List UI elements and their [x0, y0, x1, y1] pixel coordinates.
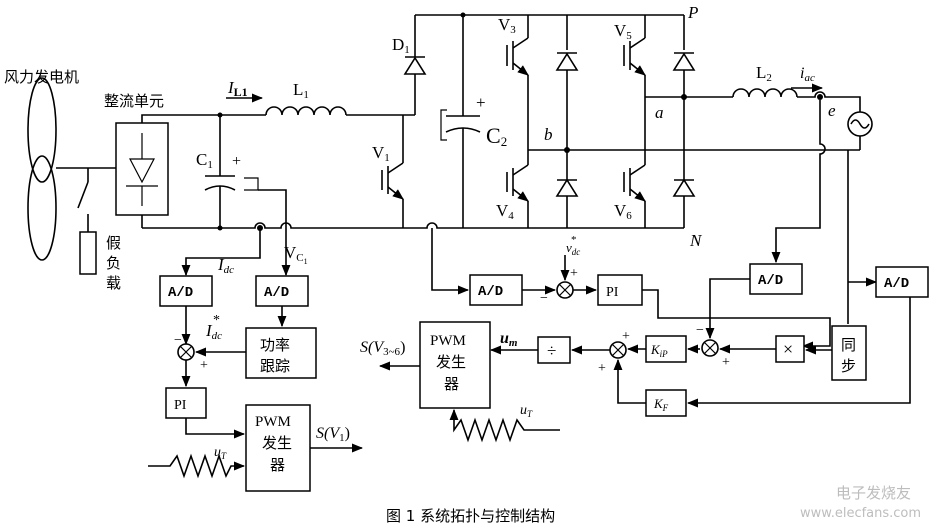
vdc-minus: − [540, 291, 548, 306]
pwm-gen-label-left-2: 器 [270, 456, 285, 474]
bridge-leg-b [506, 15, 860, 228]
um-label: um [500, 330, 518, 349]
kip-label: KiP [650, 342, 668, 359]
idc-plus: + [200, 358, 208, 373]
watermark: 电子发烧友 www.elecfans.com [800, 484, 921, 521]
ad-block-vdc [469, 274, 523, 306]
summing-junction-current [701, 339, 719, 357]
c2-plus: + [476, 93, 486, 112]
s-v1-label: S(V1) [316, 425, 350, 444]
dummy-load-label-1: 假 [106, 234, 121, 252]
ff-plus-bottom: + [598, 361, 606, 376]
il1-label: IL1 [227, 78, 248, 99]
iac-label: iac [800, 65, 815, 84]
divide-label: ÷ [547, 341, 556, 360]
vc1-label: VC1 [284, 243, 308, 266]
ac-grid-source-icon [847, 111, 873, 150]
idc-ref-star: * [213, 313, 220, 328]
ad-label-5: A/D [884, 276, 909, 292]
v1-label: V1 [372, 143, 390, 164]
watermark-cn: 电子发烧友 [836, 484, 911, 502]
pi-label-left: PI [174, 398, 187, 413]
pi-block-right [597, 274, 643, 306]
l2-label: L2 [756, 63, 772, 84]
c1-label: C1 [196, 150, 213, 171]
capacitor-c2 [440, 12, 481, 228]
pwm-label-left: PWM [255, 414, 291, 430]
c1-plus: + [232, 153, 241, 170]
inductor-l2 [732, 88, 798, 98]
node-e-label: e [828, 101, 836, 120]
l1-label: L1 [293, 80, 309, 101]
dummy-load-label-2: 负 [106, 254, 121, 272]
pi-label-right: PI [606, 285, 619, 300]
wind-turbine-icon [27, 77, 116, 261]
ad-label-4: A/D [758, 273, 783, 289]
ff-plus-top: + [622, 329, 630, 344]
inductor-l1 [265, 106, 347, 116]
pwm-gen-label-left-1: 发生 [262, 434, 292, 452]
control-left [148, 275, 364, 492]
idc-label: Idc [217, 255, 234, 276]
pwm-gen-label-right-2: 器 [444, 375, 459, 393]
kf-label: KF [653, 396, 669, 413]
sync-label-2: 步 [841, 357, 856, 375]
ad-block-idc [159, 275, 213, 307]
node-p-label: P [687, 3, 698, 22]
idc-minus: − [174, 333, 182, 348]
rectifier-label: 整流单元 [104, 92, 164, 110]
divider-block [537, 336, 571, 364]
v3-label: V3 [498, 15, 516, 36]
switch-v1 [381, 115, 404, 228]
rectifier-bridge [115, 122, 169, 216]
d1-label: D1 [392, 35, 410, 56]
wind-generator-label: 风力发电机 [4, 68, 79, 86]
ad-label-3: A/D [478, 284, 503, 300]
power-track-label-1: 功率 [260, 336, 290, 354]
power-circuit [27, 12, 878, 296]
diode-d1 [403, 15, 427, 115]
dummy-load-label-3: 载 [106, 274, 121, 292]
bridge-leg-a [623, 15, 733, 228]
capacitor-c1 [204, 112, 236, 231]
sync-block [831, 325, 867, 381]
ad-block-vc1 [255, 275, 309, 307]
ad-block-grid-voltage [875, 266, 929, 298]
s-v36-label: S(V3~6) [360, 339, 405, 358]
node-b-label: b [544, 125, 553, 144]
vdc-plus: + [570, 266, 578, 281]
node-n-label: N [689, 231, 703, 250]
v4-label: V4 [496, 201, 514, 222]
dummy-load-branch [77, 168, 97, 275]
ut-label-left: uT [214, 445, 227, 461]
sync-label-1: 同 [841, 336, 856, 354]
v5-label: V5 [614, 21, 632, 42]
ad-block-iac [749, 263, 803, 295]
node-a-label: a [655, 103, 664, 122]
figure-caption: 图 1 系统拓扑与控制结构 [386, 507, 555, 525]
multiply-label: × [783, 339, 793, 359]
idc-ref-label: Idc [205, 321, 222, 342]
ad-label-2: A/D [264, 285, 289, 301]
control-right [378, 255, 929, 443]
power-track-label-2: 跟踪 [260, 357, 290, 375]
v6-label: V6 [614, 201, 632, 222]
pwm-label-right: PWM [430, 333, 466, 349]
power-tracking-block [245, 327, 317, 379]
ad-label-1: A/D [168, 285, 193, 301]
text-labels: 风力发电机 整流单元 假 负 载 IL1 L1 C1 + Idc VC1 D1 … [4, 3, 909, 525]
watermark-url: www.elecfans.com [800, 506, 921, 521]
current-minus: − [696, 323, 704, 338]
current-plus: + [722, 355, 730, 370]
vdc-ref-star: * [571, 234, 577, 246]
ut-label-right: uT [520, 403, 533, 419]
pwm-generator-right [419, 321, 491, 409]
c2-label: C2 [486, 123, 507, 149]
vdc-ref-label: vdc [566, 240, 580, 257]
pwm-gen-label-right-1: 发生 [436, 353, 466, 371]
